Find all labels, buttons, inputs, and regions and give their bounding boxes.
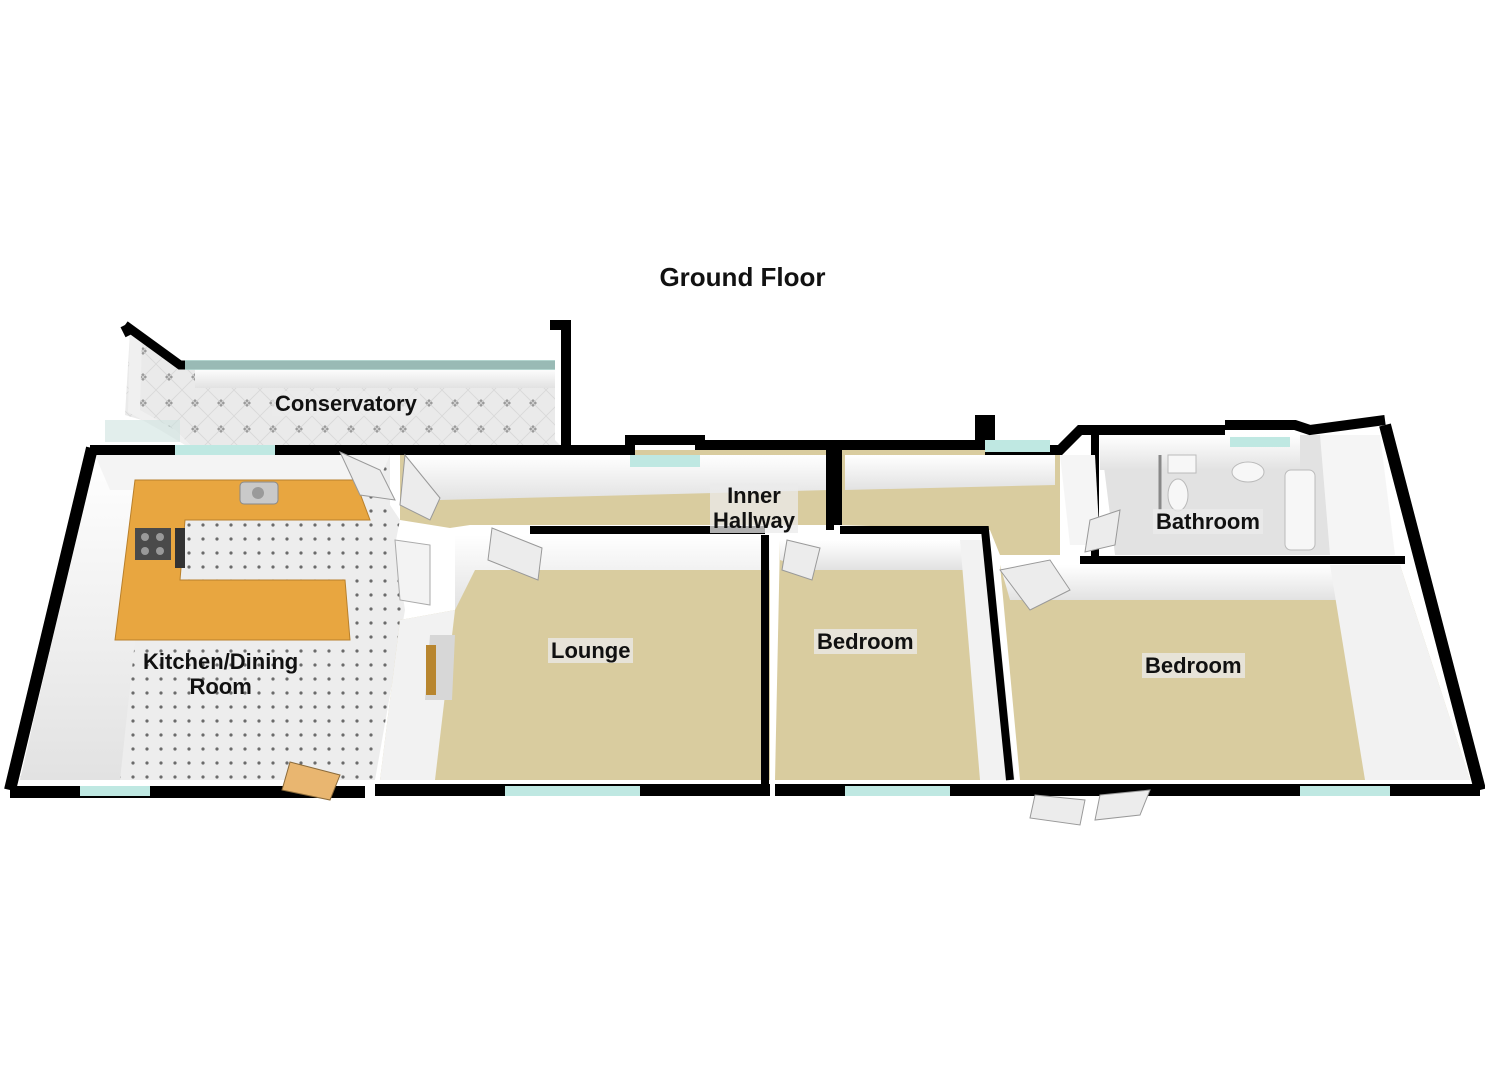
bathroom-room — [1060, 415, 1395, 564]
lounge-label: Lounge — [548, 638, 634, 663]
kitchen-label: Kitchen/Dining Room — [140, 649, 301, 699]
kitchen-label-line1: Kitchen/Dining — [143, 649, 299, 674]
large-bedroom-label: Bedroom — [1142, 653, 1245, 678]
conservatory-label: Conservatory — [272, 391, 420, 416]
floor-title: Ground Floor — [659, 262, 826, 292]
kitchen-label-line2: Room — [189, 674, 252, 699]
conservatory-room — [105, 320, 571, 445]
hallway-label: Inner Hallway — [710, 483, 798, 533]
hallway-doors — [338, 450, 441, 606]
bathroom-label: Bathroom — [1153, 509, 1263, 534]
hallway-label-line1: Inner — [727, 483, 781, 508]
kitchen-dining-room — [4, 445, 405, 801]
small-bedroom-label: Bedroom — [814, 629, 917, 654]
small-bedroom — [775, 526, 1015, 796]
hallway-label-line2: Hallway — [713, 508, 795, 533]
